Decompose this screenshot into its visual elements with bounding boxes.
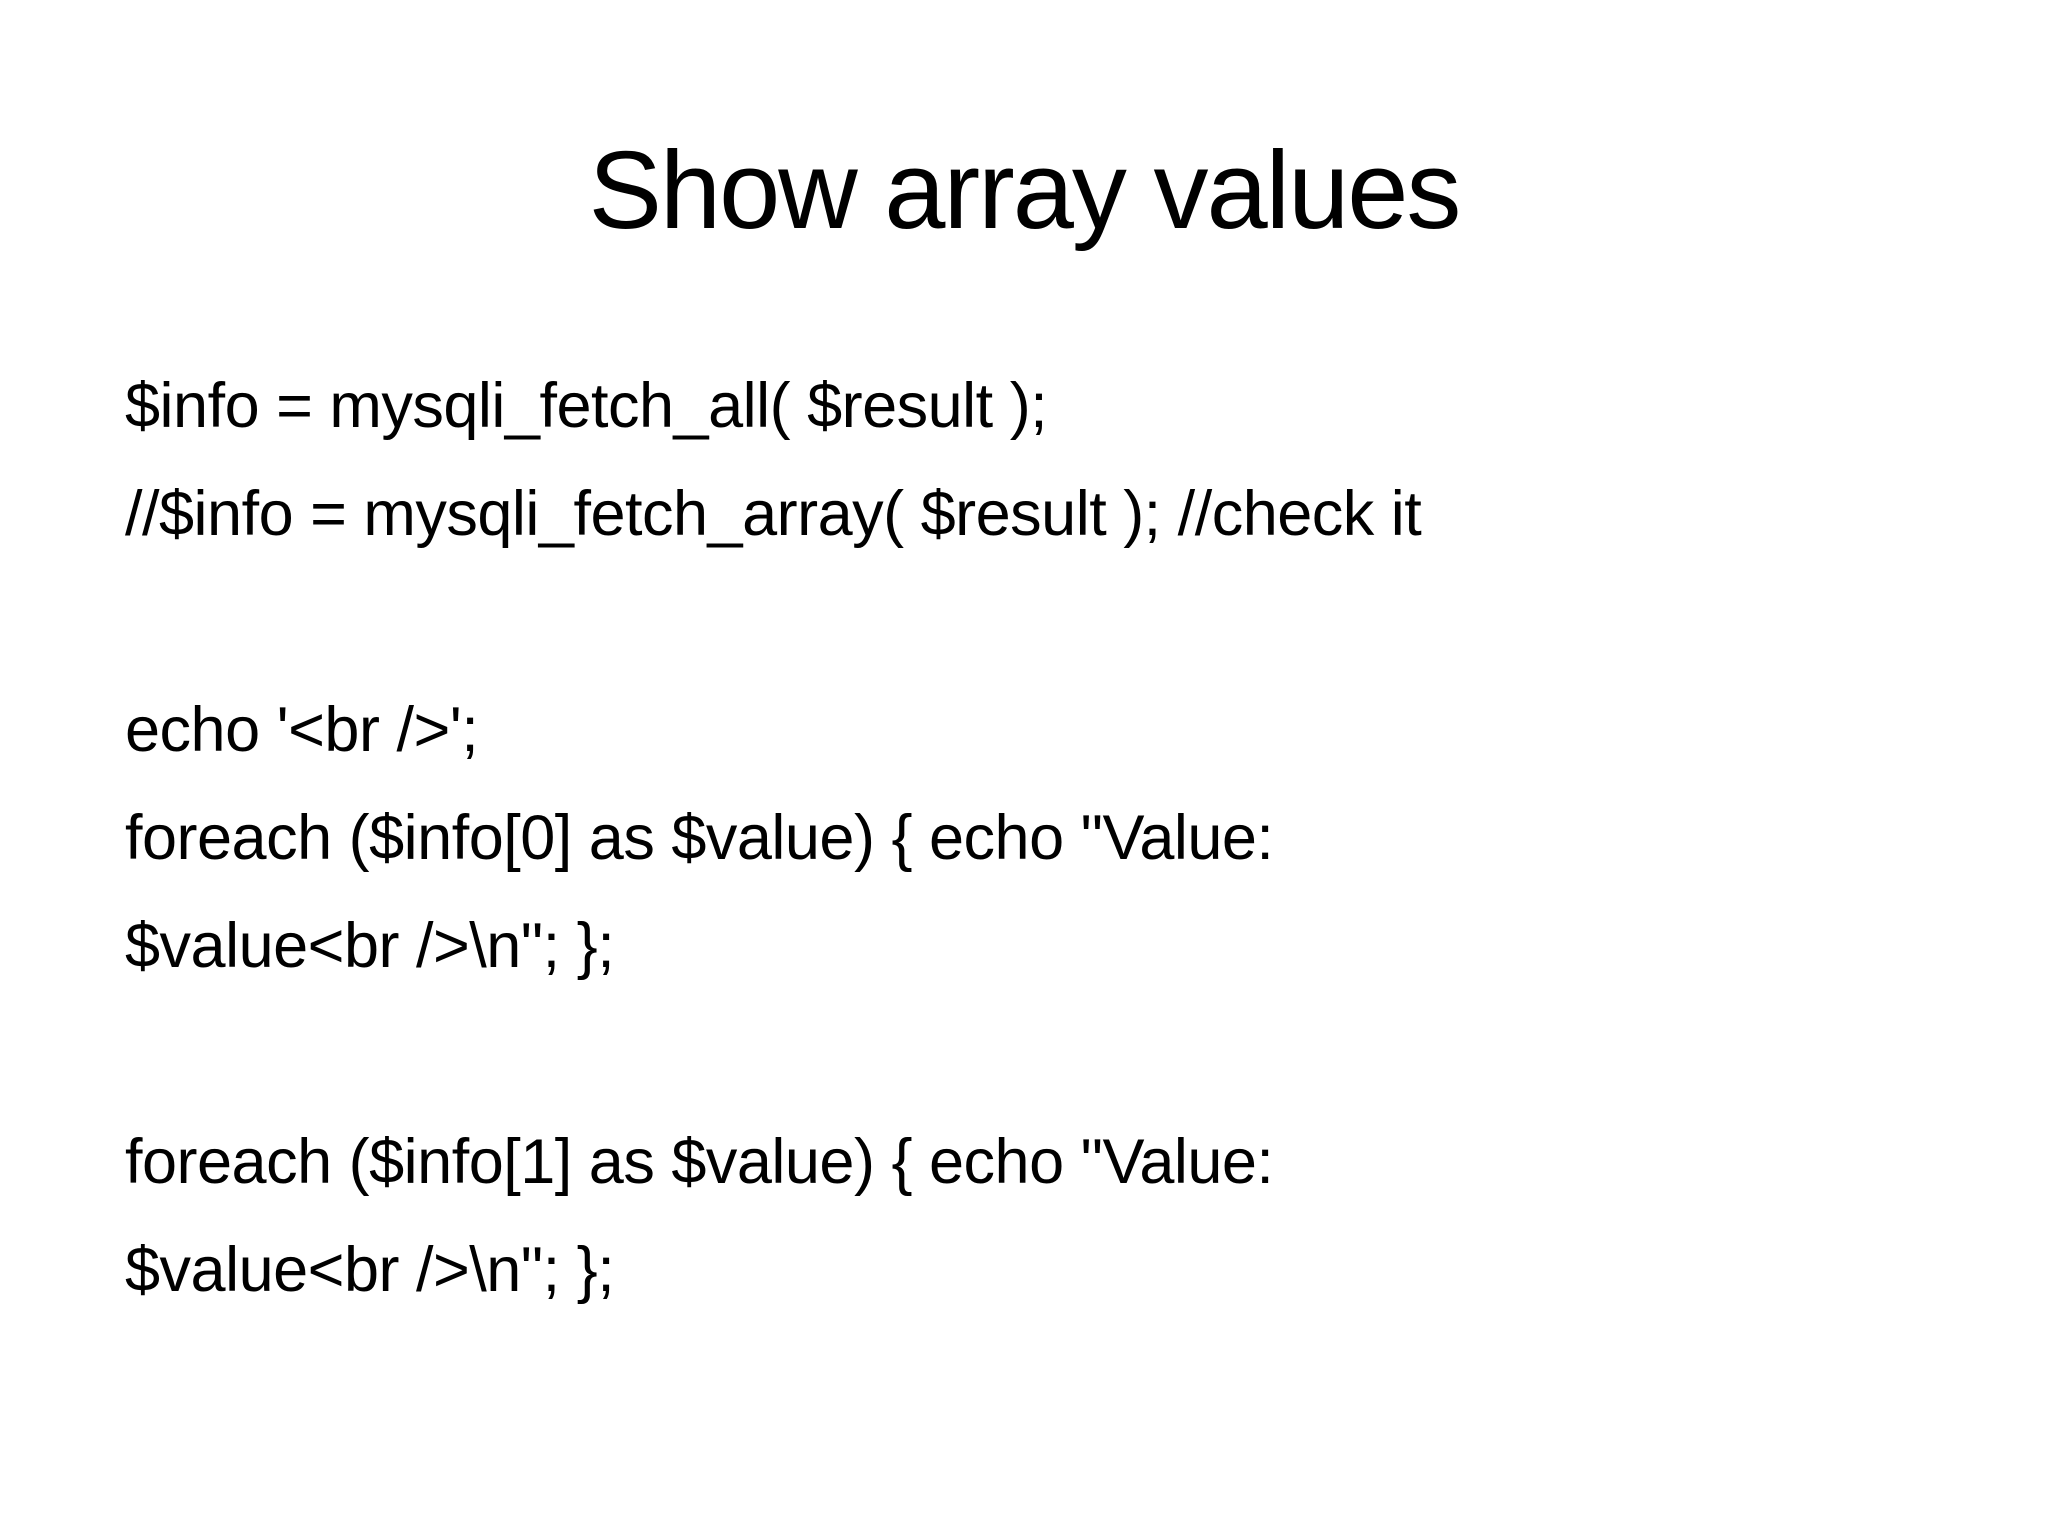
code-block: $info = mysqli_fetch_all( $result ); //$… [125, 352, 1925, 1324]
code-line-2: //$info = mysqli_fetch_array( $result );… [125, 479, 1422, 549]
blank-line-2 [125, 1000, 1925, 1108]
code-line-5: foreach ($info[1] as $value) { echo "Val… [125, 1127, 1274, 1197]
code-line-5-wrap: $value<br />\n"; }; [125, 1235, 615, 1305]
code-line-4: foreach ($info[0] as $value) { echo "Val… [125, 803, 1274, 873]
code-line-4-wrap: $value<br />\n"; }; [125, 911, 615, 981]
blank-line-1 [125, 568, 1925, 676]
slide-title: Show array values [588, 129, 1462, 252]
code-line-3: echo '<br />'; [125, 695, 479, 765]
code-line-1: $info = mysqli_fetch_all( $result ); [125, 371, 1048, 441]
